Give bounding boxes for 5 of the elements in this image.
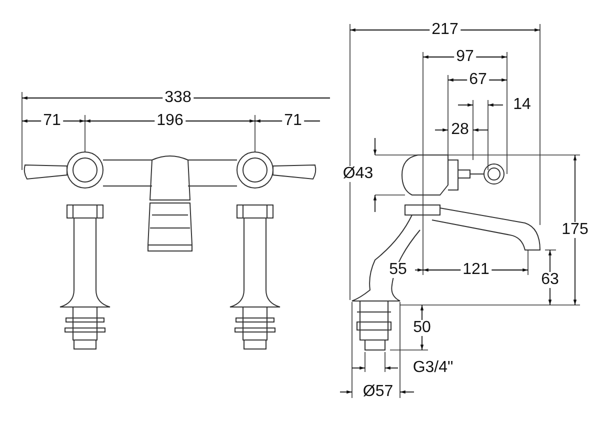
dimension-label: 175: [560, 222, 590, 238]
dimension-label: 63: [539, 272, 561, 288]
dimension-label: Ø43: [340, 166, 376, 182]
dimension-label: 50: [411, 320, 433, 336]
dimension-label: 55: [387, 262, 409, 278]
